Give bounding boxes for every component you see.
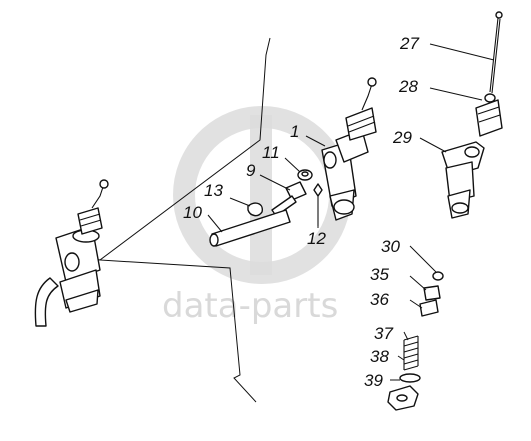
callout-37: 37 xyxy=(374,324,393,343)
callout-11: 11 xyxy=(262,143,280,162)
center-cylinder-assembly xyxy=(321,77,377,221)
callout-38: 38 xyxy=(370,347,389,366)
callout-27: 27 xyxy=(399,34,419,53)
callout-10: 10 xyxy=(183,203,202,222)
callout-1: 1 xyxy=(290,122,299,141)
callout-9: 9 xyxy=(246,161,256,180)
callout-12: 12 xyxy=(307,229,326,248)
leader-lines xyxy=(207,43,495,381)
callout-39: 39 xyxy=(364,371,383,390)
watermark-text: data-parts xyxy=(162,286,338,326)
callout-30: 30 xyxy=(381,237,400,256)
callout-labels: 1 9 10 11 12 13 27 28 29 30 35 36 37 38 … xyxy=(183,34,419,390)
fittings xyxy=(209,169,323,247)
callout-29: 29 xyxy=(392,128,412,147)
callout-28: 28 xyxy=(398,77,418,96)
left-cylinder-assembly xyxy=(34,179,109,327)
callout-35: 35 xyxy=(370,265,389,284)
callout-13: 13 xyxy=(204,181,223,200)
callout-36: 36 xyxy=(370,290,389,309)
valve-parts-stack xyxy=(387,271,444,411)
right-cylinder-assembly xyxy=(441,11,503,219)
